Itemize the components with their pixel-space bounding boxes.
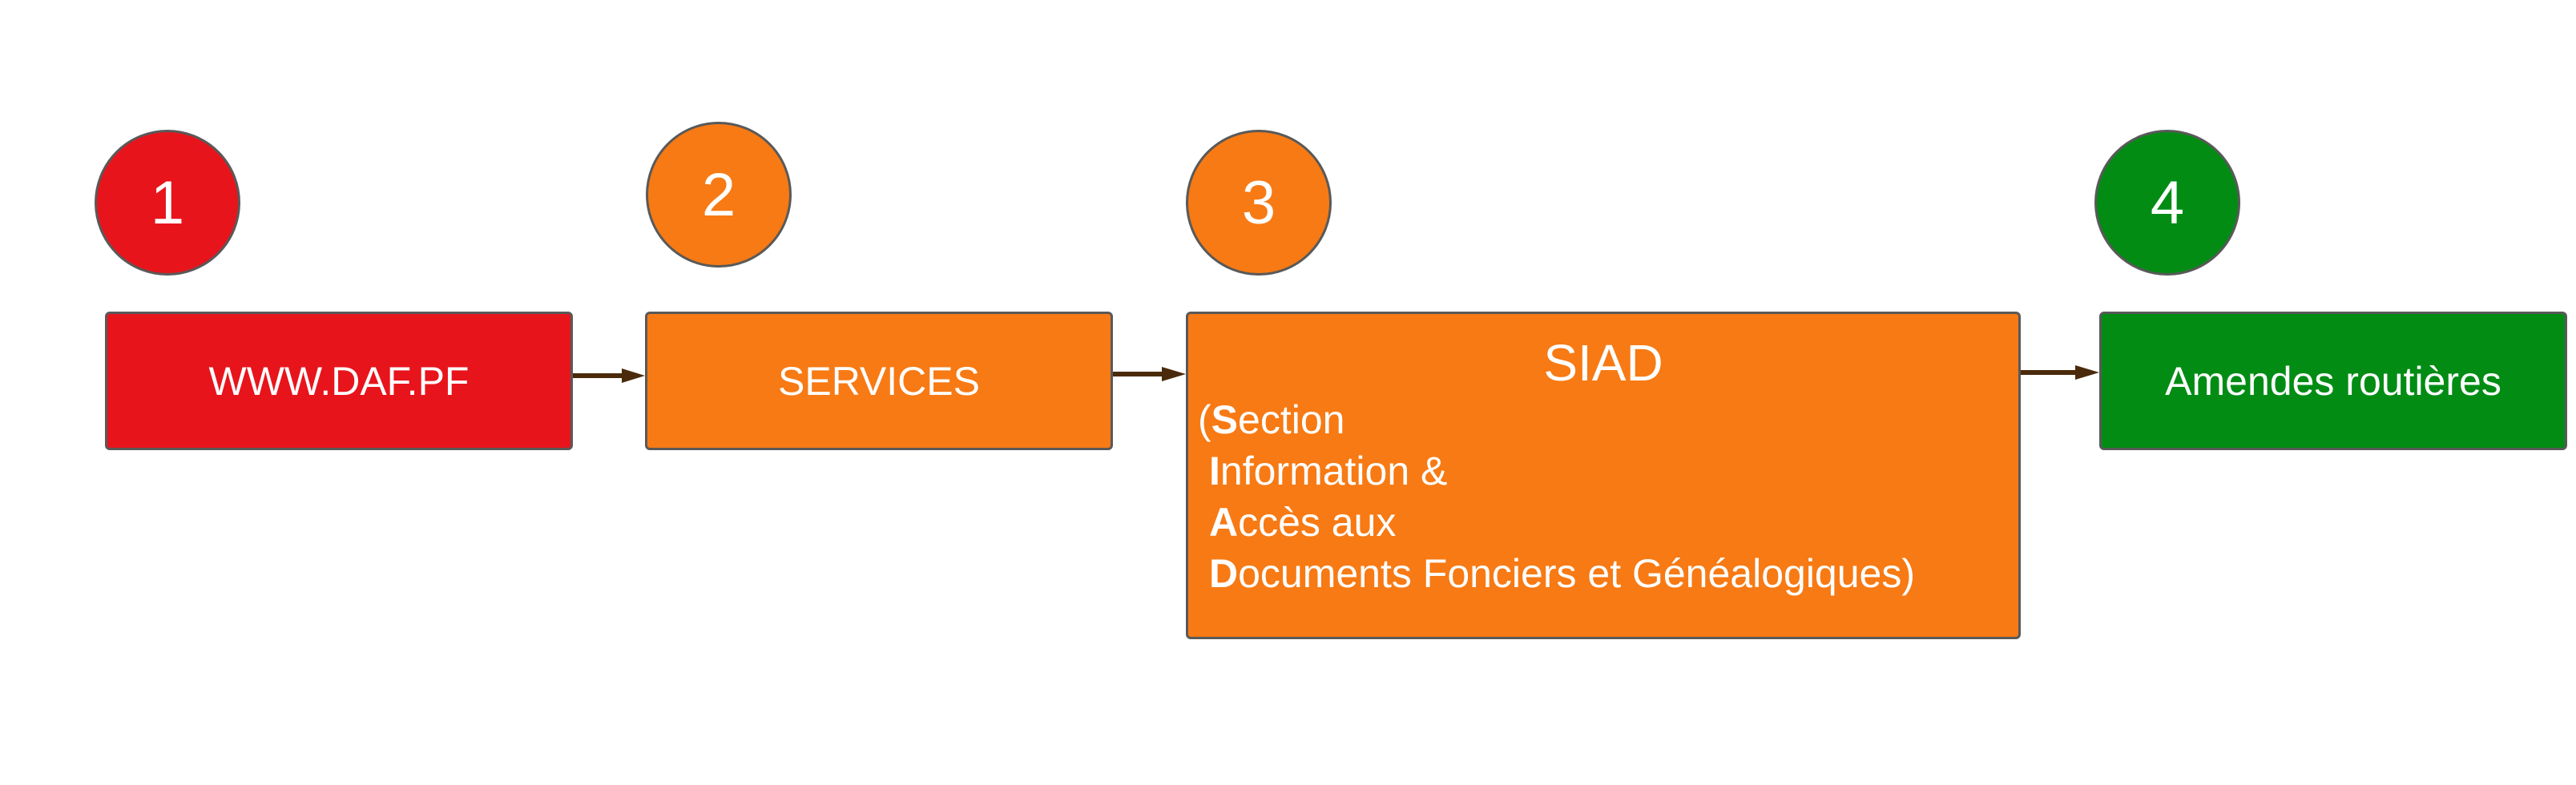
siad-line-initial: S bbox=[1211, 397, 1239, 442]
siad-line-initial: D bbox=[1209, 551, 1239, 596]
siad-expansion: (Section Information & Accès aux Documen… bbox=[1198, 394, 1915, 599]
step-2-box: SERVICES bbox=[645, 312, 1113, 450]
step-3-box: SIAD (Section Information & Accès aux Do… bbox=[1186, 312, 2021, 639]
siad-line-rest: nformation & bbox=[1219, 449, 1448, 493]
step-2-circle: 2 bbox=[646, 122, 792, 268]
siad-line-rest: ocuments Fonciers et Généalogiques) bbox=[1238, 551, 1916, 596]
step-3-label: SIAD bbox=[1543, 334, 1663, 392]
step-1-box: WWW.DAF.PF bbox=[105, 312, 573, 450]
siad-line-initial: I bbox=[1209, 449, 1220, 493]
siad-line-rest: ccès aux bbox=[1238, 500, 1397, 545]
arrow-1-to-2 bbox=[573, 368, 645, 383]
siad-expansion-line: Documents Fonciers et Généalogiques) bbox=[1198, 548, 1915, 599]
step-4-circle: 4 bbox=[2094, 130, 2240, 276]
step-4-label: Amendes routières bbox=[2165, 358, 2501, 404]
siad-line-initial: A bbox=[1209, 500, 1239, 545]
step-2-label: SERVICES bbox=[778, 358, 980, 404]
step-1-label: WWW.DAF.PF bbox=[208, 358, 470, 404]
step-3-circle: 3 bbox=[1186, 130, 1332, 276]
step-4-number: 4 bbox=[2150, 168, 2185, 237]
step-3-number: 3 bbox=[1241, 168, 1276, 237]
arrow-2-to-3 bbox=[1113, 367, 1186, 381]
step-1-circle: 1 bbox=[95, 130, 240, 276]
siad-expansion-line: (Section bbox=[1198, 394, 1915, 445]
siad-line-prefix: ( bbox=[1198, 397, 1211, 442]
siad-line-rest: ection bbox=[1238, 397, 1345, 442]
siad-expansion-line: Information & bbox=[1198, 445, 1915, 497]
step-1-number: 1 bbox=[150, 168, 185, 237]
arrow-3-to-4 bbox=[2021, 365, 2099, 380]
step-2-number: 2 bbox=[701, 160, 736, 229]
step-4-box: Amendes routières bbox=[2099, 312, 2567, 450]
siad-expansion-line: Accès aux bbox=[1198, 497, 1915, 548]
